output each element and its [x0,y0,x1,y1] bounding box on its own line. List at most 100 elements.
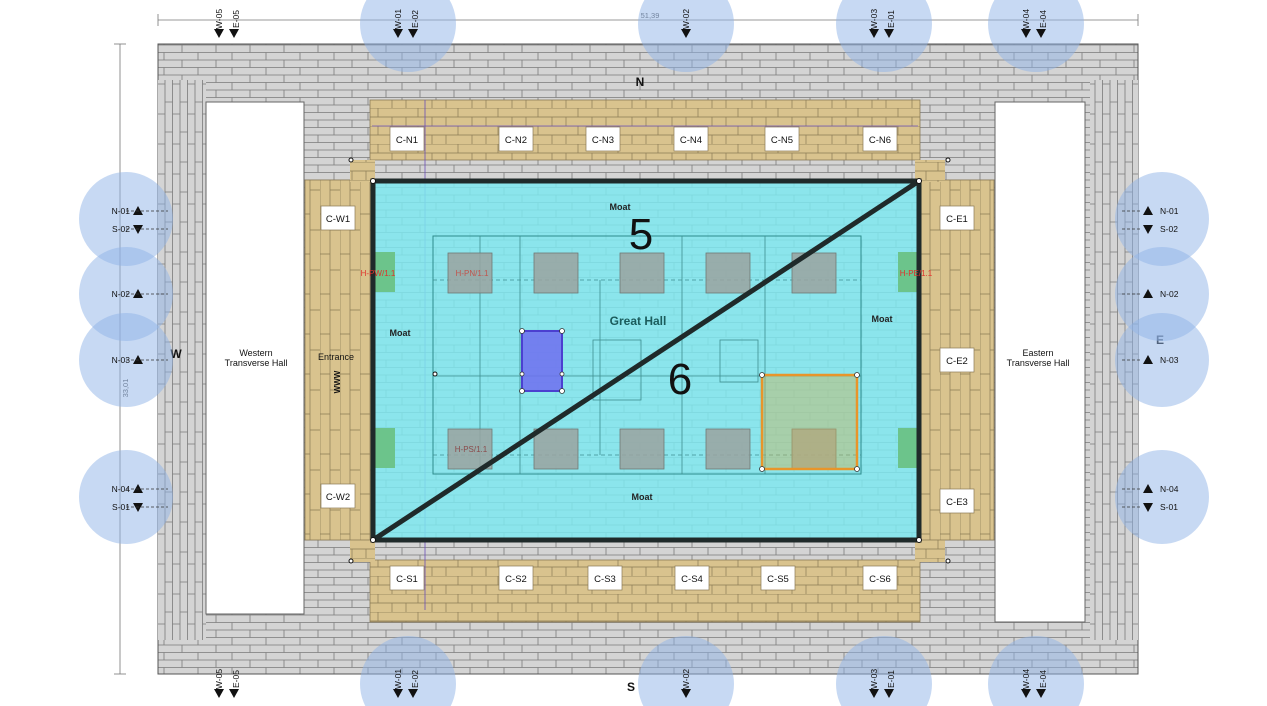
chamber-label-c-n2: C-N2 [505,135,527,146]
section-bottom-2-viewpoint[interactable] [360,636,456,706]
side-markers [373,252,920,468]
section-bottom-4-arrow-up-icon [869,689,879,698]
chamber-box-c-s2[interactable] [498,565,534,591]
section-bottom-3-label-1: W-02 [681,669,691,689]
section-bottom-3[interactable]: W-02 [638,636,734,706]
section-bottom-4-viewpoint[interactable] [836,636,932,706]
section-right-1-viewpoint[interactable] [1115,172,1209,266]
section-top-2-viewpoint[interactable] [360,0,456,72]
annotation-rectangle[interactable] [370,178,922,543]
section-top-5-viewpoint[interactable] [988,0,1084,72]
section-bottom-5-viewpoint[interactable] [988,636,1084,706]
chamber-box-c-s6[interactable] [862,565,898,591]
section-left-1-label-1: N-01 [112,206,131,216]
section-top-2-arrow-up-icon [393,29,403,38]
chamber-box-c-w1[interactable] [320,205,356,231]
section-right-4[interactable]: N-04S-01 [1115,450,1209,544]
section-right-1[interactable]: N-01S-02 [1115,172,1209,266]
chamber-box-c-s5[interactable] [760,565,796,591]
chamber-box-c-n2[interactable] [498,126,534,152]
section-bottom-4-label-1: W-03 [869,669,879,689]
orange-selection[interactable] [759,372,860,472]
section-right-4-arrow-up-icon [1143,484,1153,493]
section-left-2[interactable]: N-02 [79,247,173,341]
chamber-box-c-e3[interactable] [939,488,975,514]
chamber-box-c-s4[interactable] [674,565,710,591]
pillar-label-www: WWW [333,370,342,393]
section-top-4-label-2: E-01 [886,10,896,28]
chamber-label-c-e1: C-E1 [946,214,968,225]
section-top-5-label-1: W-04 [1021,9,1031,29]
section-left-1-viewpoint[interactable] [79,172,173,266]
section-top-2-arrow-down-icon [408,29,418,38]
pillar-label-south: H-PS/1.1 [455,445,488,454]
chamber-box-c-e1[interactable] [939,205,975,231]
section-bottom-1-arrow-up-icon [214,689,224,698]
section-left-3[interactable]: N-03 [79,313,173,407]
section-bottom-3-viewpoint[interactable] [638,636,734,706]
section-left-2-label-1: N-02 [112,289,131,299]
chamber-box-c-n5[interactable] [764,126,800,152]
chamber-box-c-e2[interactable] [939,347,975,373]
annotation-diagonal-line[interactable] [371,178,921,543]
chamber-box-c-s3[interactable] [587,565,623,591]
section-right-1-arrow-down-icon [1143,225,1153,234]
section-left-4-label-1: N-04 [112,484,131,494]
moat-label-east: Moat [872,314,893,324]
frame-vertex-handles[interactable] [348,157,951,564]
section-right-2-viewpoint[interactable] [1115,247,1209,341]
entrance-label: Entrance [318,352,354,362]
chamber-box-c-w2[interactable] [320,483,356,509]
chamber-label-c-w1: C-W1 [326,214,350,225]
chamber-label-c-w2: C-W2 [326,492,350,503]
section-top-4-viewpoint[interactable] [836,0,932,72]
section-left-1[interactable]: N-01S-02 [79,172,173,266]
pillar-top-3 [619,252,665,294]
section-right-3-viewpoint[interactable] [1115,313,1209,407]
section-bottom-2-label-1: W-01 [393,669,403,689]
eastern-hall-label-line1: Eastern [1022,348,1053,358]
chamber-label-c-e2: C-E2 [946,356,968,367]
shape-label-5: 5 [629,210,653,259]
section-bottom-2-arrow-down-icon [408,689,418,698]
western-transverse-hall[interactable] [205,101,305,615]
section-bottom-5-label-2: E-04 [1038,670,1048,688]
chamber-box-c-n1[interactable] [389,126,425,152]
section-right-4-viewpoint[interactable] [1115,450,1209,544]
chamber-box-c-n4[interactable] [673,126,709,152]
section-top-3[interactable]: W-02 [638,0,734,72]
section-left-4-viewpoint[interactable] [79,450,173,544]
chamber-box-c-n3[interactable] [585,126,621,152]
section-right-4-label-1: N-04 [1160,484,1179,494]
section-top-5-arrow-up-icon [1021,29,1031,38]
section-right-3[interactable]: N-03 [1115,313,1209,407]
section-right-2[interactable]: N-02 [1115,247,1209,341]
chamber-label-c-e3: C-E3 [946,497,968,508]
section-left-1-label-2: S-02 [112,224,130,234]
compass-south: S [627,680,635,694]
eastern-hall-label-line2: Transverse Hall [1007,358,1070,368]
great-hall-label: Great Hall [610,314,667,328]
moat-label-south: Moat [632,492,653,502]
section-left-4-label-2: S-01 [112,502,130,512]
moat-label-north: Moat [610,202,631,212]
section-left-4[interactable]: N-04S-01 [79,450,173,544]
chamber-box-c-s1[interactable] [389,565,425,591]
chamber-label-c-s5: C-S5 [767,574,789,585]
purple-selection[interactable] [519,328,565,394]
section-right-3-arrow-up-icon [1143,355,1153,364]
section-bottom-1-label-1: W-05 [214,669,224,689]
chamber-box-c-n6[interactable] [862,126,898,152]
eastern-transverse-hall[interactable] [994,101,1086,623]
